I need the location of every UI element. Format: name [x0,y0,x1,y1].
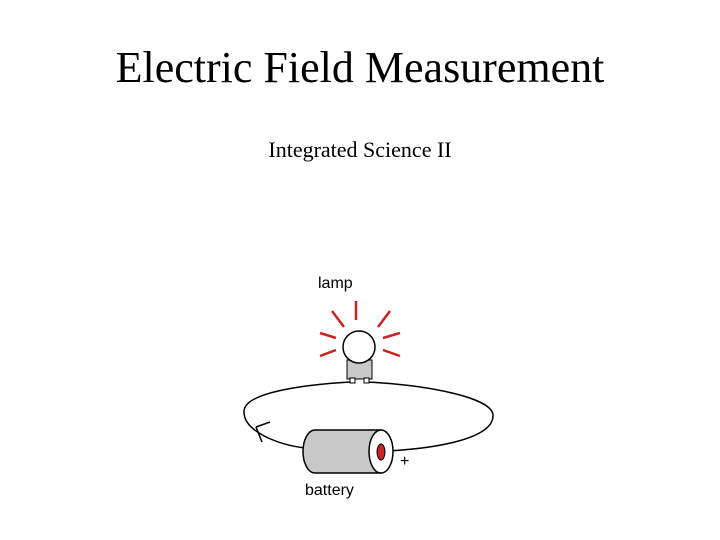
lamp-contact-left [349,377,356,384]
slide-title: Electric Field Measurement [115,43,605,92]
lamp-icon [342,330,376,384]
battery-body [302,429,382,474]
battery-positive-terminal [376,443,386,461]
light-rays-icon [319,301,401,358]
current-direction-arrow-icon [255,421,271,443]
battery-label: battery [305,482,354,499]
circuit-wire [243,381,351,449]
positive-terminal-label: + [400,453,409,470]
lamp-label: lamp [318,275,353,292]
battery-icon [302,429,394,474]
lamp-contact-right [363,377,370,384]
slide-subtitle: Integrated Science II [268,137,452,162]
circuit-wire-right [365,381,494,452]
lamp-bulb [342,330,376,364]
